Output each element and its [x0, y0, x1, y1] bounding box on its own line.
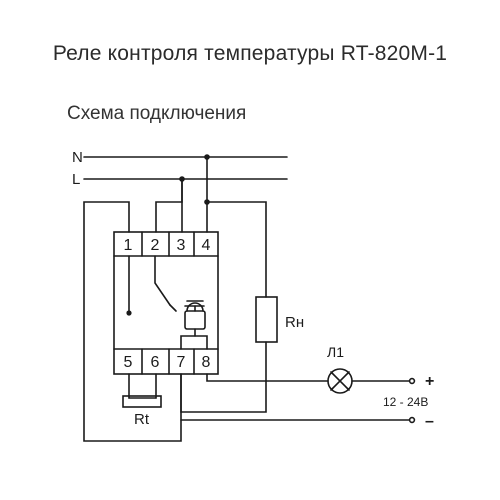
contact-node — [126, 310, 132, 316]
terminal-5: 5 — [124, 354, 133, 371]
sensor-label: Rt — [134, 411, 150, 428]
wire-n-to-load — [206, 201, 267, 298]
plus-label: + — [425, 373, 434, 390]
contact-stub — [169, 304, 177, 312]
relay-housing — [113, 231, 219, 375]
page-title: Реле контроля температуры RT-820M-1 — [52, 42, 448, 65]
phase-label: L — [72, 171, 80, 188]
lamp-cross-2 — [330, 371, 350, 391]
wire-load-to-terminal-7 — [180, 341, 267, 413]
minus-label: – — [425, 413, 434, 430]
terminal-6: 6 — [151, 354, 160, 371]
terminal-4: 4 — [202, 237, 211, 254]
sensor-rt — [122, 395, 162, 408]
relay-control-element — [180, 300, 208, 350]
diagram-subtitle: Схема подключения — [67, 103, 247, 124]
wire-loop-terminal-1 — [83, 201, 182, 442]
supply-voltage-label: 12 - 24В — [383, 395, 428, 409]
supply-terminal-plus — [408, 377, 416, 385]
load-label: Rн — [285, 314, 304, 331]
terminal-2: 2 — [151, 237, 160, 254]
lamp-label: Л1 — [327, 344, 344, 360]
neutral-label: N — [72, 149, 83, 166]
supply-terminal-minus — [408, 416, 416, 424]
load-resistor — [255, 296, 278, 343]
wire-terminal-8-to-lamp — [206, 373, 329, 382]
terminal-1: 1 — [124, 237, 133, 254]
wire-l-to-terminal-1 — [155, 178, 183, 233]
terminal-dividers — [141, 231, 195, 375]
terminal-7: 7 — [177, 354, 186, 371]
contact-arm — [154, 255, 171, 306]
terminal-8: 8 — [202, 354, 211, 371]
terminal-3: 3 — [177, 237, 186, 254]
